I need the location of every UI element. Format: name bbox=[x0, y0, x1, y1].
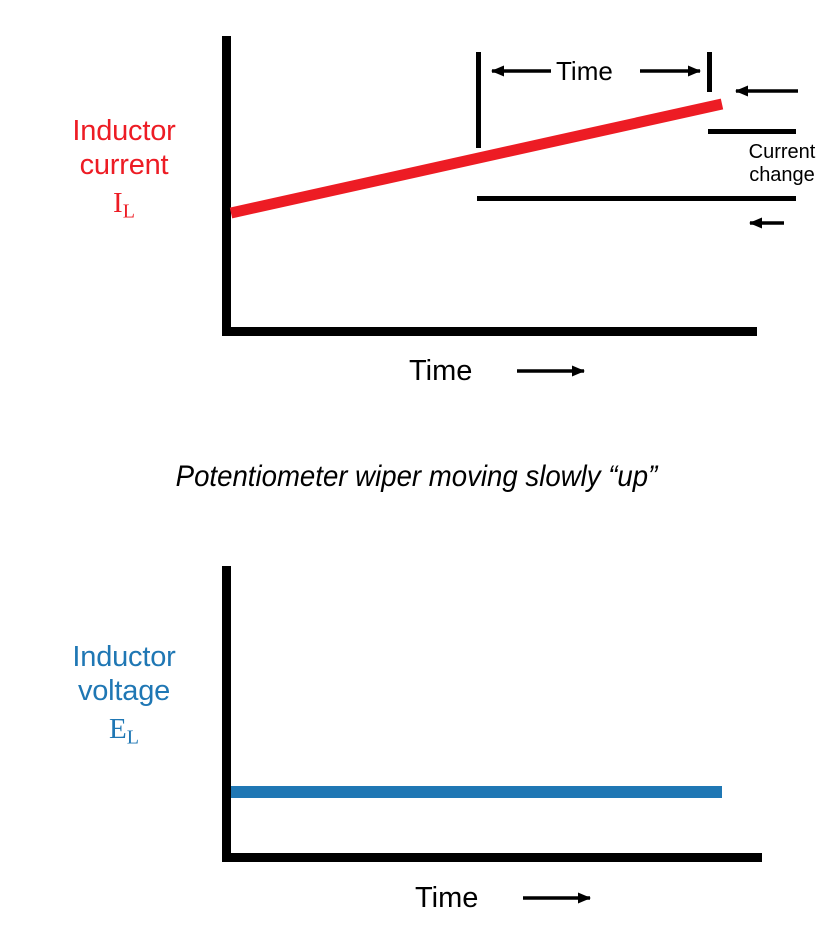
time-dimension-label-text: Time bbox=[556, 56, 613, 86]
bottom-chart-x-axis-label-group: Time bbox=[415, 882, 478, 915]
figure-caption: Potentiometer wiper moving slowly “up” bbox=[33, 460, 799, 494]
top-chart-y-axis-label-line1: Inductor bbox=[72, 115, 176, 147]
top-chart-y-axis-symbol-letter: I bbox=[113, 187, 123, 220]
top-chart-y-axis-label: Inductor current IL bbox=[36, 114, 212, 225]
bottom-chart-y-axis-symbol-letter: E bbox=[109, 713, 127, 746]
current-change-lower-reference-line bbox=[477, 196, 796, 201]
bottom-chart-x-axis bbox=[222, 853, 762, 862]
bottom-chart-y-axis-label-line1: Inductor bbox=[72, 641, 176, 673]
current-change-upper-reference-line bbox=[708, 129, 796, 134]
top-chart-y-axis bbox=[222, 36, 231, 336]
bottom-chart-y-axis-symbol-subscript: L bbox=[126, 727, 139, 750]
top-chart-y-axis-label-line2: current bbox=[79, 149, 169, 182]
current-change-label-line1: Current bbox=[748, 141, 816, 163]
bottom-chart-y-axis-label-line2: voltage bbox=[77, 675, 171, 708]
bottom-chart-y-axis bbox=[222, 566, 231, 862]
bottom-chart-y-axis-label: Inductor voltage EL bbox=[36, 640, 212, 751]
top-chart-x-axis-label-group: Time bbox=[409, 355, 472, 388]
top-chart-x-axis bbox=[222, 327, 757, 336]
top-chart-x-axis-label: Time bbox=[409, 355, 473, 387]
bottom-chart-y-axis-symbol: EL bbox=[36, 712, 212, 750]
figure-caption-text: Potentiometer wiper moving slowly “up” bbox=[175, 460, 658, 493]
top-chart-y-axis-symbol: IL bbox=[36, 186, 212, 224]
current-change-label-line2: change bbox=[749, 163, 815, 186]
current-change-label: Current change bbox=[736, 141, 828, 187]
top-chart-y-axis-symbol-subscript: L bbox=[122, 201, 135, 224]
time-dimension-label: Time bbox=[556, 56, 613, 87]
time-dimension-left-tick bbox=[476, 52, 481, 148]
time-dimension-right-tick bbox=[707, 52, 712, 92]
bottom-chart-x-axis-label: Time bbox=[415, 882, 479, 914]
